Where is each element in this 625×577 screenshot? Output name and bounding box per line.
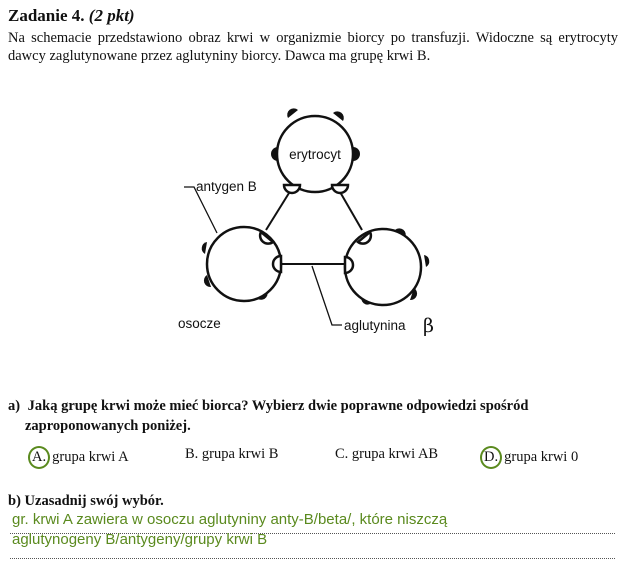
erythrocyte-label: erytrocyt: [289, 147, 341, 162]
question-a: a) Jaką grupę krwi może mieć biorca? Wyb…: [8, 396, 618, 436]
option-a[interactable]: A.grupa krwi A: [28, 446, 129, 469]
beta-symbol: β: [423, 315, 434, 337]
question-a-label: a): [8, 398, 21, 414]
option-c[interactable]: C. grupa krwi AB: [335, 446, 438, 463]
question-b-label: b): [8, 493, 21, 509]
erythrocyte-left: [201, 225, 283, 303]
option-b-letter: B.: [185, 446, 199, 462]
task-title: Zadanie 4. (2 pkt): [8, 6, 135, 26]
question-a-line1: Jaką grupę krwi może mieć biorca? Wybier…: [27, 398, 529, 414]
erythrocyte-right: [343, 227, 430, 307]
plasma-label: osocze: [178, 316, 221, 331]
option-a-letter: A.: [28, 446, 51, 469]
agglutinin-pointer: [311, 265, 342, 326]
antigen-pointer: [184, 186, 218, 234]
option-b-text: grupa krwi B: [201, 446, 279, 462]
question-a-line2: zaproponowanych poniżej.: [25, 418, 191, 434]
question-b-text: Uzasadnij swój wybór.: [24, 493, 164, 509]
agglutinin-label: aglutynina: [344, 318, 406, 333]
option-c-letter: C.: [335, 446, 349, 462]
handwritten-answer-line-1[interactable]: gr. krwi A zawiera w osoczu aglutyniny a…: [12, 511, 448, 528]
handwritten-answer-line-2[interactable]: aglutynogeny B/antygeny/grupy krwi B: [12, 531, 268, 548]
erythrocyte-top: erytrocyt: [271, 108, 360, 195]
task-points: (2 pkt): [88, 6, 135, 25]
answer-line-1: [10, 533, 615, 534]
agglutination-diagram: erytrocyt antygen B osocze aglutynina β: [178, 108, 434, 337]
task-intro: Na schemacie przedstawiono obraz krwi w …: [8, 30, 618, 64]
answer-line-2: [10, 558, 615, 559]
option-d[interactable]: D.grupa krwi 0: [480, 446, 579, 469]
option-c-text: grupa krwi AB: [351, 446, 439, 462]
option-d-text: grupa krwi 0: [504, 449, 579, 465]
antigen-label: antygen B: [196, 179, 257, 194]
option-d-letter: D.: [480, 446, 503, 469]
option-a-text: grupa krwi A: [52, 449, 129, 465]
task-number: Zadanie 4.: [8, 6, 85, 25]
question-b: b) Uzasadnij swój wybór.: [8, 493, 164, 510]
option-b[interactable]: B. grupa krwi B: [185, 446, 278, 463]
